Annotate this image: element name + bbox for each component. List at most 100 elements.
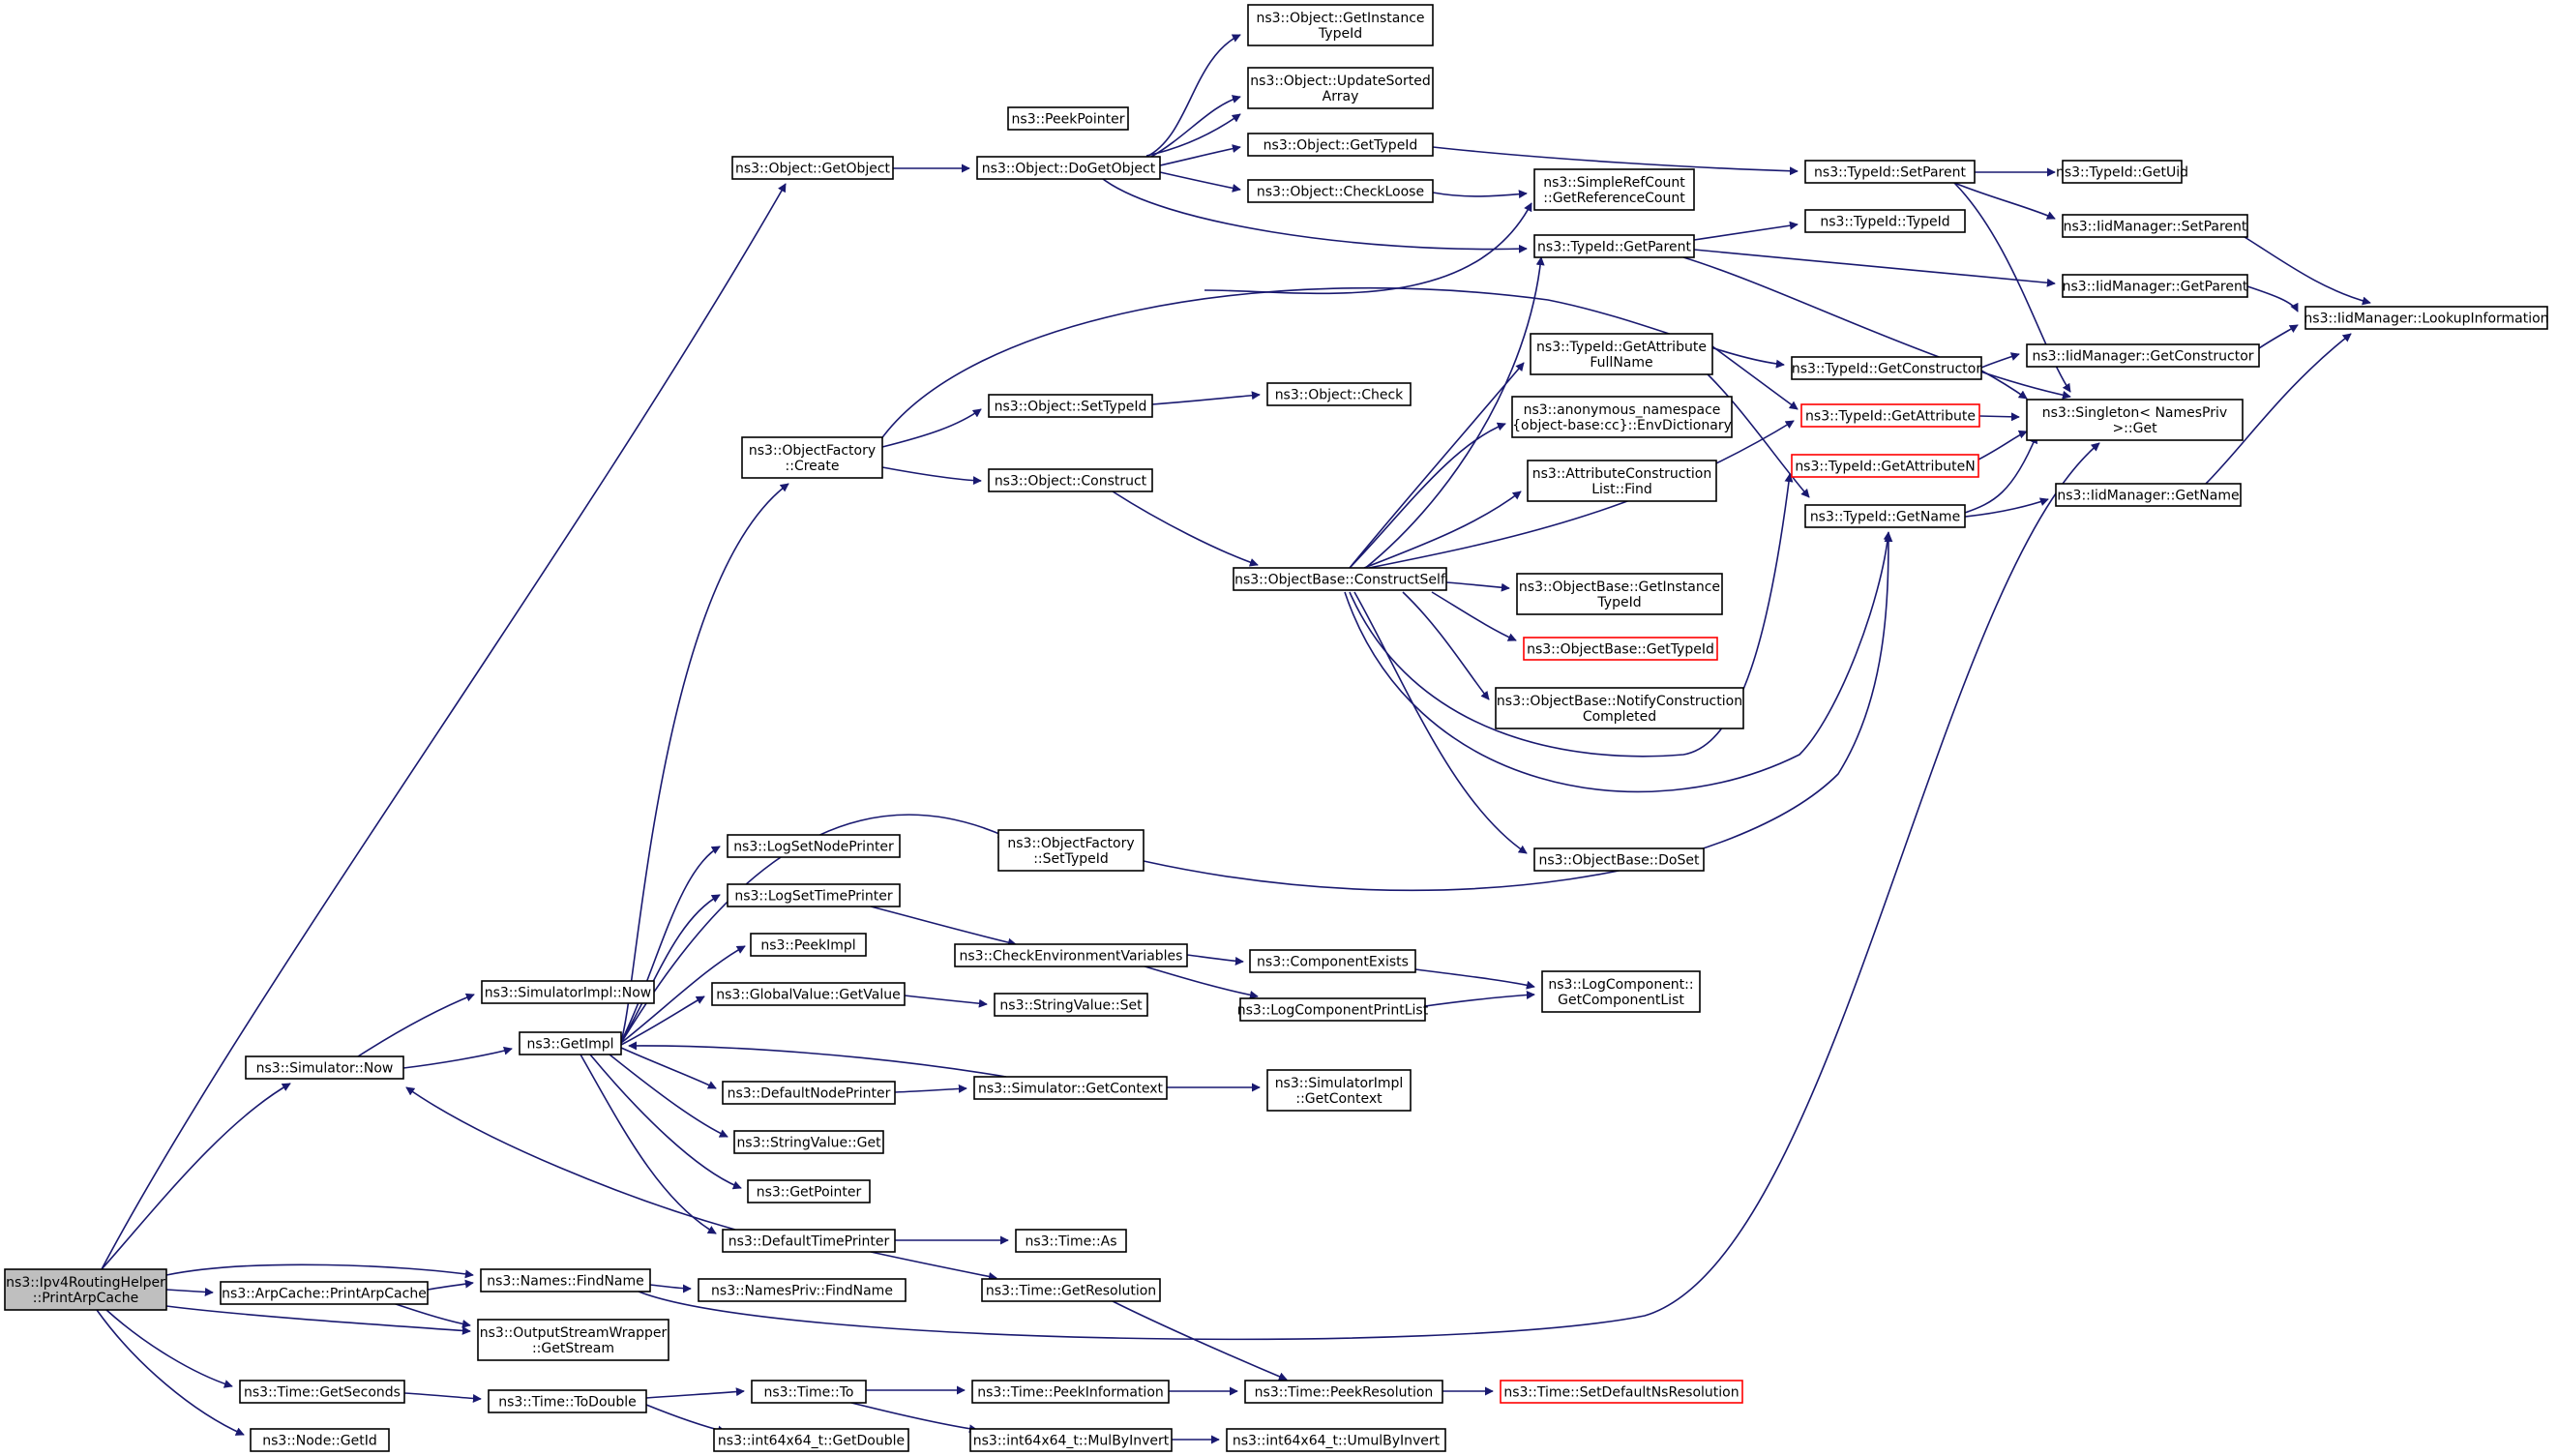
node-box xyxy=(1247,4,1434,46)
edge-n52-n37 xyxy=(628,1041,1007,1078)
graph-node[interactable]: ns3::Object::SetTypeId xyxy=(988,394,1153,418)
graph-node[interactable]: ns3::Object::Check xyxy=(1266,382,1412,406)
graph-node[interactable]: ns3::SimulatorImpl::Now xyxy=(481,980,655,1004)
graph-node[interactable]: ns3::Time::GetSeconds xyxy=(239,1380,405,1404)
graph-node[interactable]: ns3::LogSetTimePrinter xyxy=(727,883,901,907)
graph-node[interactable]: ns3::ComponentExists xyxy=(1249,949,1416,973)
node-label: ns3::TypeId::GetUid xyxy=(2056,165,2188,181)
graph-node[interactable]: ns3::Names::FindName xyxy=(480,1268,651,1293)
node-label: ns3::ObjectBase::DoSet xyxy=(1539,853,1700,869)
node-box xyxy=(727,883,901,907)
graph-node[interactable]: ns3::SimpleRefCount::GetReferenceCount xyxy=(1533,168,1695,211)
graph-node[interactable]: ns3::IidManager::SetParent xyxy=(2062,214,2248,238)
node-box xyxy=(2062,274,2248,298)
node-box xyxy=(1015,1229,1127,1253)
graph-node[interactable]: ns3::Singleton< NamesPriv >::Get xyxy=(2026,399,2244,441)
graph-node[interactable]: ns3::Simulator::Now xyxy=(245,1055,404,1080)
graph-node[interactable]: ns3::int64x64_t::GetDouble xyxy=(713,1428,909,1452)
graph-node[interactable]: ns3::Time::GetResolution xyxy=(981,1278,1161,1302)
graph-node[interactable]: ns3::DefaultTimePrinter xyxy=(722,1229,896,1253)
graph-node[interactable]: ns3::int64x64_t::MulByInvert xyxy=(969,1428,1173,1452)
graph-node[interactable]: ns3::TypeId::GetAttributeN xyxy=(1791,454,1979,478)
graph-node[interactable]: ns3::anonymous_namespace{object-base:cc}… xyxy=(1511,396,1733,438)
node-box xyxy=(997,829,1145,872)
graph-node[interactable]: ns3::CheckEnvironmentVariables xyxy=(954,943,1188,967)
edge-n9-n18 xyxy=(1682,256,2071,400)
graph-node[interactable]: ns3::StringValue::Get xyxy=(733,1130,884,1154)
graph-node[interactable]: ns3::Time::PeekResolution xyxy=(1244,1380,1443,1404)
edge-n37-n41 xyxy=(620,995,705,1046)
graph-node[interactable]: ns3::Object::GetTypeId xyxy=(1247,133,1434,157)
graph-node[interactable]: ns3::Object::Construct xyxy=(988,468,1153,492)
graph-node[interactable]: ns3::IidManager::LookupInformation xyxy=(2304,306,2549,330)
graph-node[interactable]: ns3::Time::To xyxy=(751,1380,867,1404)
graph-node[interactable]: ns3::LogComponent::GetComponentList xyxy=(1541,970,1701,1013)
graph-node[interactable]: ns3::IidManager::GetConstructor xyxy=(2026,343,2260,368)
node-label: ns3::Ipv4RoutingHelper xyxy=(6,1275,165,1291)
edge-n55-n64 xyxy=(1112,1300,1288,1382)
graph-node[interactable]: ns3::NamesPriv::FindName xyxy=(698,1278,907,1302)
graph-node[interactable]: ns3::TypeId::GetName xyxy=(1804,504,1966,528)
node-box xyxy=(1541,970,1701,1013)
graph-node[interactable]: ns3::TypeId::GetConstructor xyxy=(1791,356,1982,380)
node-label: ns3::GlobalValue::GetValue xyxy=(716,988,900,1003)
edge-n57-n18 xyxy=(638,442,2100,1341)
edge-n10-n18 xyxy=(1953,182,2071,393)
graph-node[interactable]: ns3::DefaultNodePrinter xyxy=(722,1081,896,1105)
graph-node[interactable]: ns3::Time::As xyxy=(1015,1229,1127,1253)
node-label: ns3::int64x64_t::MulByInvert xyxy=(973,1434,1170,1449)
graph-node[interactable]: ns3::TypeId::GetUid xyxy=(2056,160,2188,184)
graph-node[interactable]: ns3::ObjectFactory::SetTypeId xyxy=(997,829,1145,872)
graph-node[interactable]: ns3::Node::GetId xyxy=(250,1428,390,1452)
graph-node[interactable]: ns3::int64x64_t::UmulByInvert xyxy=(1226,1428,1446,1452)
graph-node[interactable]: ns3::Object::DoGetObject xyxy=(976,156,1161,180)
graph-node[interactable]: ns3::PeekImpl xyxy=(750,933,867,957)
graph-node[interactable]: ns3::LogSetNodePrinter xyxy=(727,834,901,858)
graph-node[interactable]: ns3::SimulatorImpl::GetContext xyxy=(1266,1069,1412,1112)
graph-node[interactable]: ns3::Object::CheckLoose xyxy=(1247,179,1434,203)
node-box xyxy=(747,1179,871,1203)
node-label: ns3::TypeId::GetAttribute xyxy=(1805,409,1976,425)
graph-node[interactable]: ns3::GetImpl xyxy=(519,1031,622,1055)
graph-node[interactable]: ns3::Ipv4RoutingHelper::PrintArpCache xyxy=(4,1268,167,1311)
graph-node[interactable]: ns3::TypeId::TypeId xyxy=(1804,209,1966,233)
node-label: ns3::IidManager::GetParent xyxy=(2063,280,2248,295)
graph-node[interactable]: ns3::GlobalValue::GetValue xyxy=(711,982,906,1006)
graph-node[interactable]: ns3::ObjectFactory::Create xyxy=(741,436,883,479)
node-label: ns3::Time::PeekResolution xyxy=(1255,1385,1434,1401)
graph-node[interactable]: ns3::Time::SetDefaultNsResolution xyxy=(1500,1380,1743,1404)
graph-node[interactable]: ns3::TypeId::GetParent xyxy=(1533,234,1695,258)
node-label: {object-base:cc}::EnvDictionary xyxy=(1512,418,1732,433)
graph-node[interactable]: ns3::ArpCache::PrintArpCache xyxy=(220,1281,429,1305)
graph-node[interactable]: ns3::IidManager::GetParent xyxy=(2062,274,2248,298)
graph-node[interactable]: ns3::TypeId::GetAttribute xyxy=(1800,403,1980,428)
graph-node[interactable]: ns3::Object::GetObject xyxy=(731,156,894,180)
node-label: ns3::TypeId::GetConstructor xyxy=(1792,362,1981,377)
edge-n60-n61 xyxy=(403,1392,482,1404)
graph-node[interactable]: ns3::ObjectBase::DoSet xyxy=(1533,847,1705,872)
graph-node[interactable]: ns3::TypeId::SetParent xyxy=(1804,160,1976,184)
node-box xyxy=(1523,637,1718,661)
node-box xyxy=(519,1031,622,1055)
graph-node[interactable]: ns3::Simulator::GetContext xyxy=(973,1076,1168,1100)
graph-node[interactable]: ns3::PeekPointer xyxy=(1007,106,1129,131)
node-label: ::GetContext xyxy=(1295,1091,1383,1107)
graph-node[interactable]: ns3::OutputStreamWrapper::GetStream xyxy=(477,1319,669,1361)
edge-n0-n56 xyxy=(165,1288,214,1296)
graph-node[interactable]: ns3::GetPointer xyxy=(747,1179,871,1203)
graph-node[interactable]: ns3::Time::PeekInformation xyxy=(971,1380,1170,1404)
edge-n34-n19 xyxy=(1368,420,1795,569)
graph-node[interactable]: ns3::ObjectBase::NotifyConstructionCompl… xyxy=(1495,687,1744,729)
graph-node[interactable]: ns3::ObjectBase::ConstructSelf xyxy=(1233,567,1447,591)
graph-node[interactable]: ns3::LogComponentPrintList xyxy=(1237,997,1429,1022)
graph-node[interactable]: ns3::ObjectBase::GetTypeId xyxy=(1523,637,1718,661)
graph-node[interactable]: ns3::Time::ToDouble xyxy=(488,1389,647,1413)
graph-node[interactable]: ns3::IidManager::GetName xyxy=(2055,483,2242,507)
graph-node[interactable]: ns3::StringValue::Set xyxy=(994,993,1148,1017)
node-label: TypeId xyxy=(1318,26,1362,42)
